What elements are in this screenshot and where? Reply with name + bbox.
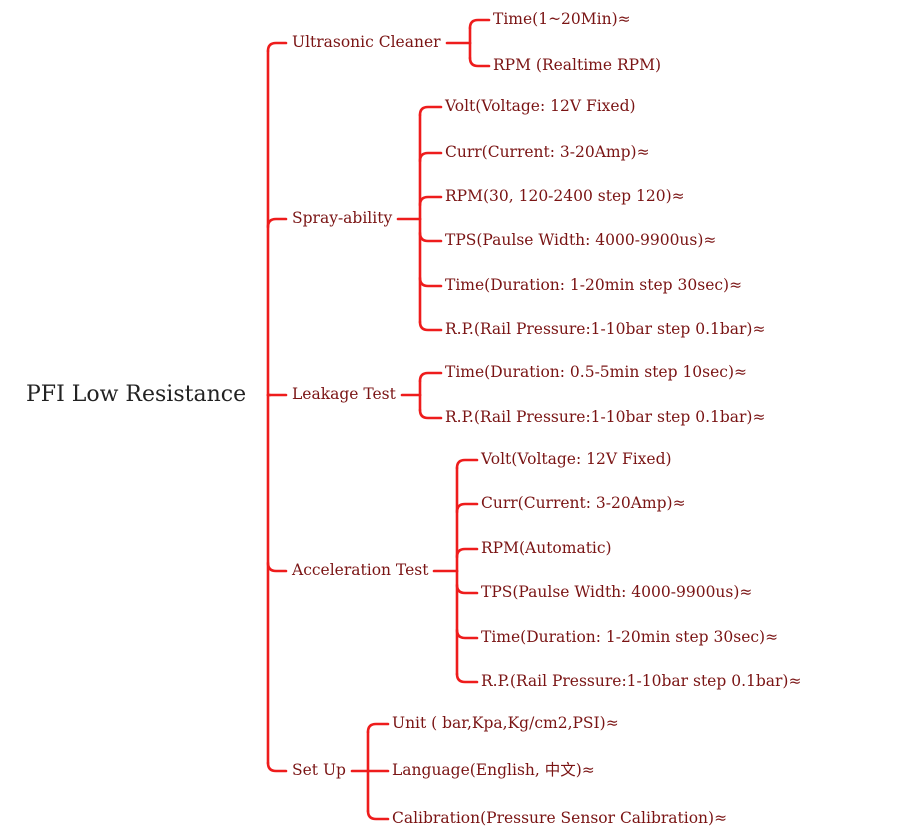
branch-3-connector-elbow-5 xyxy=(455,672,479,684)
leaf-node: TPS(Paulse Width: 4000-9900us)≈ xyxy=(445,231,717,249)
leaf-node: Curr(Current: 3-20Amp)≈ xyxy=(445,143,650,161)
branch-1-connector-elbow-5 xyxy=(418,320,443,332)
branch-1-connector-elbow-0 xyxy=(418,105,443,117)
branch-1-connector-elbow-1 xyxy=(418,151,443,163)
branch-1-connector-elbow-2 xyxy=(418,195,443,207)
trunk-connector-elbow-1 xyxy=(266,217,288,229)
leaf-node: Calibration(Pressure Sensor Calibration)… xyxy=(392,809,728,827)
branch-2-connector-elbow-1 xyxy=(418,408,443,420)
trunk-connector-elbow-0 xyxy=(266,41,288,53)
branch-3-connector-elbow-4 xyxy=(455,628,479,640)
branch-3-connector-elbow-1 xyxy=(455,502,479,514)
leaf-node: Unit ( bar,Kpa,Kg/cm2,PSI)≈ xyxy=(392,714,619,732)
branch-4-connector-elbow-2 xyxy=(366,809,390,821)
branch-3-connector-elbow-3 xyxy=(455,583,479,595)
leaf-node: Time(Duration: 1-20min step 30sec)≈ xyxy=(445,276,743,294)
leaf-node: R.P.(Rail Pressure:1-10bar step 0.1bar)≈ xyxy=(445,320,766,338)
leaf-node: TPS(Paulse Width: 4000-9900us)≈ xyxy=(481,583,753,601)
leaf-node: Time(1~20Min)≈ xyxy=(493,10,631,28)
leaf-node: Time(Duration: 0.5-5min step 10sec)≈ xyxy=(445,363,748,381)
leaf-node: RPM (Realtime RPM) xyxy=(493,56,661,74)
branch-4-connector-elbow-0 xyxy=(366,722,390,734)
trunk-connector-elbow-3 xyxy=(266,561,288,573)
branch-spray-ability: Spray-ability xyxy=(292,209,393,227)
leaf-node: Volt(Voltage: 12V Fixed) xyxy=(445,97,636,115)
branch-0-connector-elbow-0 xyxy=(468,18,491,30)
branch-0-connector-elbow-1 xyxy=(468,56,491,68)
branch-3-connector-elbow-2 xyxy=(455,547,479,559)
branch-1-connector-elbow-4 xyxy=(418,276,443,288)
branch-1-connector-elbow-3 xyxy=(418,231,443,243)
leaf-node: Volt(Voltage: 12V Fixed) xyxy=(481,450,672,468)
leaf-node: R.P.(Rail Pressure:1-10bar step 0.1bar)≈ xyxy=(481,672,802,690)
leaf-node: Language(English, 中文)≈ xyxy=(392,761,595,779)
branch-set-up: Set Up xyxy=(292,761,346,779)
leaf-node: R.P.(Rail Pressure:1-10bar step 0.1bar)≈ xyxy=(445,408,766,426)
branch-ultrasonic-cleaner: Ultrasonic Cleaner xyxy=(292,33,441,51)
branch-leakage-test: Leakage Test xyxy=(292,385,396,403)
leaf-node: Time(Duration: 1-20min step 30sec)≈ xyxy=(481,628,779,646)
root-node: PFI Low Resistance xyxy=(26,382,247,407)
leaf-node: Curr(Current: 3-20Amp)≈ xyxy=(481,494,686,512)
leaf-node: RPM(Automatic) xyxy=(481,539,612,557)
branch-2-connector-elbow-0 xyxy=(418,371,443,383)
leaf-node: RPM(30, 120-2400 step 120)≈ xyxy=(445,187,685,205)
branch-3-connector-elbow-0 xyxy=(455,458,479,470)
trunk-connector-elbow-4 xyxy=(266,761,288,773)
branch-acceleration-test: Acceleration Test xyxy=(292,561,429,579)
